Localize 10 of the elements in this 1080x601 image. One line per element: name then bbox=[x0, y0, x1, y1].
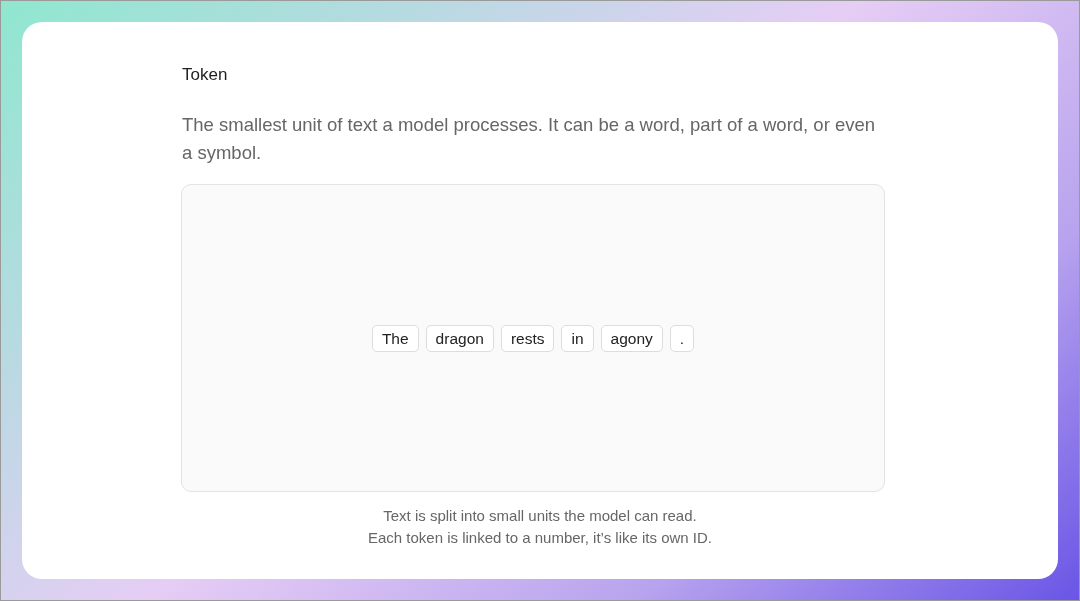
token-chip: in bbox=[561, 325, 594, 352]
token-chip: dragon bbox=[425, 325, 494, 352]
diagram-title: Token bbox=[182, 64, 228, 86]
caption-text: Text is split into small units the model can read. Each token is linked to a number, it’s like its own ID. bbox=[366, 506, 714, 548]
description-text: The smallest unit of text a model processes. It can be a word, part of a word, or even a symbol. bbox=[182, 113, 877, 165]
token-chip: rests bbox=[500, 325, 555, 352]
token-chip: . bbox=[669, 325, 695, 352]
token-chip: The bbox=[371, 325, 419, 352]
token-panel bbox=[181, 184, 885, 492]
token-chip: agony bbox=[600, 325, 663, 352]
